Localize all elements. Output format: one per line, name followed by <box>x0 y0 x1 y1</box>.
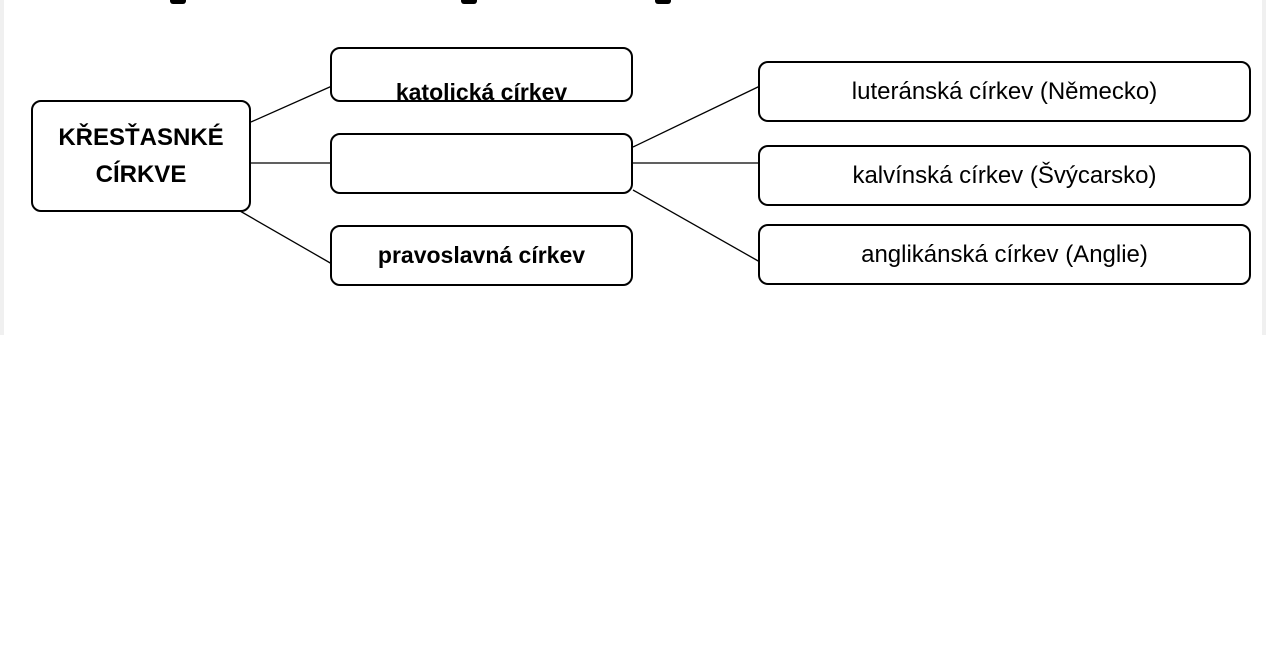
catholic-church-node: katolická církev <box>330 47 633 102</box>
blank-answer-node[interactable] <box>330 133 633 194</box>
blank-area <box>0 335 1266 648</box>
connector-lines <box>239 85 761 265</box>
connector-root-orthodox <box>239 210 333 265</box>
connector-middle-anglican <box>632 189 761 263</box>
anglican-church-node: anglikánská církev (Anglie) <box>758 224 1251 285</box>
calvinist-church-node: kalvínská církev (Švýcarsko) <box>758 145 1251 206</box>
orthodox-church-label: pravoslavná církev <box>377 242 586 268</box>
anglican-church-label: anglikánská církev (Anglie) <box>861 240 1148 268</box>
connector-root-catholic <box>250 85 333 123</box>
lutheran-church-node: luteránská církev (Německo) <box>758 61 1251 122</box>
lutheran-church-label: luteránská církev (Německo) <box>851 77 1158 105</box>
worksheet: KŘESŤASNKÉ CÍRKVE katolická církev pravo… <box>0 0 1266 335</box>
root-node: KŘESŤASNKÉ CÍRKVE <box>31 100 251 212</box>
catholic-church-label: katolická církev <box>395 79 568 102</box>
calvinist-church-label: kalvínská církev (Švýcarsko) <box>852 161 1157 189</box>
root-node-label: KŘESŤASNKÉ CÍRKVE <box>58 124 224 188</box>
connector-middle-lutheran <box>632 85 761 148</box>
orthodox-church-node: pravoslavná církev <box>330 225 633 286</box>
cut-off-heading <box>4 0 1266 6</box>
